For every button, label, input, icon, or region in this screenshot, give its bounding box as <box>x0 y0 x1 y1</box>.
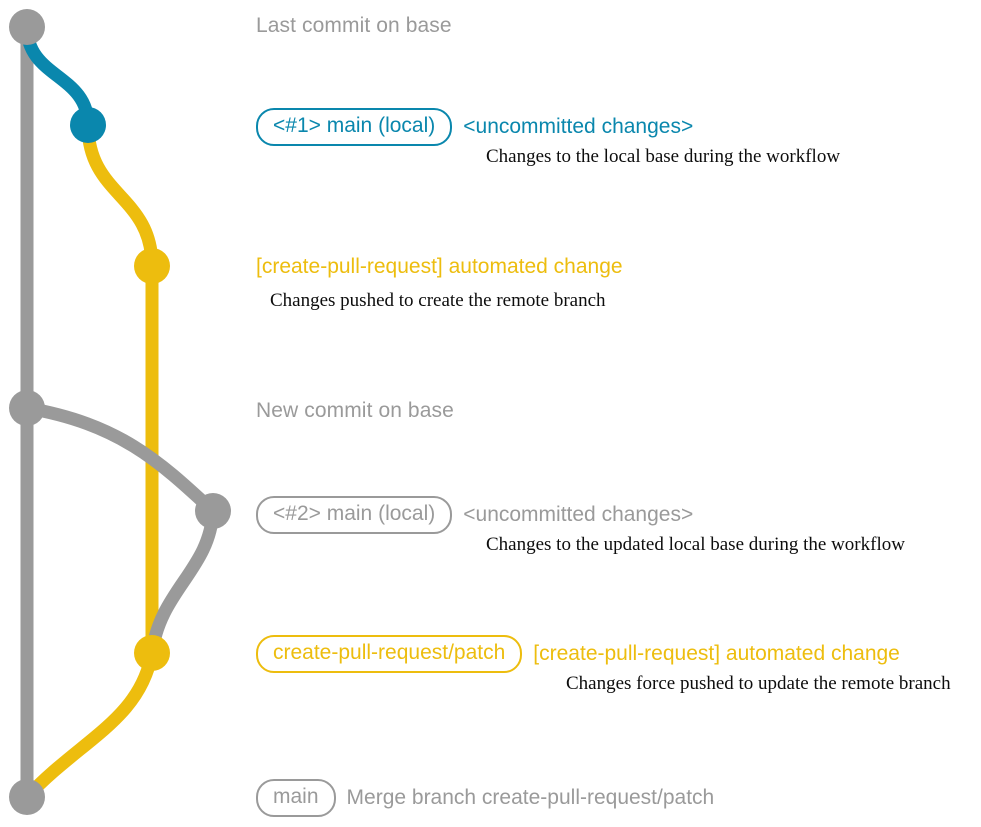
commit-description-automated-change-2: Changes force pushed to update the remot… <box>566 673 951 694</box>
row-automated-change-2: create-pull-request/patch [create-pull-r… <box>256 635 900 673</box>
commit-description-automated-change-1: Changes pushed to create the remote bran… <box>270 290 606 311</box>
commit-description-local-change-1: Changes to the local base during the wor… <box>486 146 841 167</box>
commit-subject-local-change-1: <uncommitted changes> <box>463 115 694 138</box>
merge-commit-node[interactable] <box>9 779 45 815</box>
commit-subject-merge: Merge branch create-pull-request/patch <box>346 786 715 809</box>
edge-local-1-to-remote-1 <box>81 118 159 273</box>
commit-description-local-change-2: Changes to the updated local base during… <box>486 534 905 555</box>
heading-last-commit-on-base: Last commit on base <box>256 14 452 37</box>
base-new-commit-node[interactable] <box>9 390 45 426</box>
row-merge-commit: main Merge branch create-pull-request/pa… <box>256 779 714 817</box>
edge-base-to-local-1 <box>20 20 95 132</box>
commit-subject-automated-change-2: [create-pull-request] automated change <box>533 642 900 665</box>
commit-subject-local-change-2: <uncommitted changes> <box>463 503 694 526</box>
base-head-node[interactable] <box>9 9 45 45</box>
ref-pill-create-pull-request-patch[interactable]: create-pull-request/patch <box>256 635 523 673</box>
row-local-change-1: <#1> main (local) <uncommitted changes> <box>256 108 693 146</box>
row-local-change-2: <#2> main (local) <uncommitted changes> <box>256 496 693 534</box>
heading-new-commit-on-base: New commit on base <box>256 399 454 422</box>
ref-pill-main-local-1[interactable]: <#1> main (local) <box>256 108 453 146</box>
local-commit-1-node[interactable] <box>70 107 106 143</box>
commit-subject-automated-change-1: [create-pull-request] automated change <box>256 255 623 278</box>
local-commit-2-node[interactable] <box>195 493 231 529</box>
ref-pill-main[interactable]: main <box>256 779 336 817</box>
ref-pill-main-local-2[interactable]: <#2> main (local) <box>256 496 453 534</box>
edge-base-to-local-2 <box>20 401 220 518</box>
remote-commit-1-node[interactable] <box>134 248 170 284</box>
edge-remote-2-to-merge <box>20 646 159 804</box>
remote-commit-2-node[interactable] <box>134 635 170 671</box>
edge-local-2-to-remote-2 <box>145 504 220 660</box>
